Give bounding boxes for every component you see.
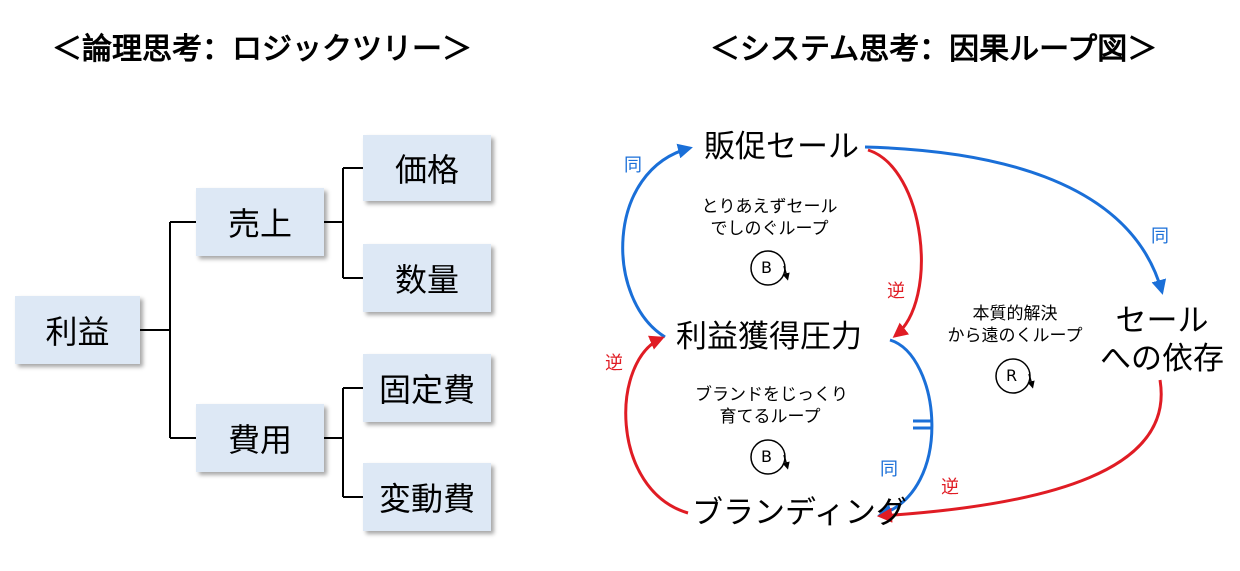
polarity-sale-to-pressure: 逆 [887, 281, 905, 302]
causal-loop-title: ＜システム思考：因果ループ図＞ [710, 32, 1158, 67]
tree-node-variable-cost: 変動費 [363, 463, 491, 531]
loop-name-sale: とりあえずセール でしのぐループ [697, 196, 842, 240]
variable-sale: 販促セール [704, 129, 859, 165]
variable-sale-dependency: セール への依存 [1100, 302, 1224, 378]
variable-sale-dependency-line2: への依存 [1100, 341, 1224, 377]
tree-node-price: 価格 [363, 135, 491, 201]
arrow-dependency-to-branding [877, 379, 1163, 523]
polarity-dependency-to-branding: 逆 [941, 477, 959, 498]
loop-name-fundamental-line2: から遠のくループ [947, 326, 1083, 346]
tree-node-fixed-cost: 固定費 [363, 354, 491, 422]
variable-profit-pressure: 利益獲得圧力 [676, 319, 862, 355]
polarity-pressure-to-branding: 同 [880, 459, 898, 480]
loop-name-branding: ブランドをじっくり 育てるループ [695, 384, 848, 428]
arrow-branding-to-pressure [624, 335, 689, 515]
loop-symbol-1: B [761, 258, 772, 277]
tree-node-sales: 売上 [196, 188, 324, 256]
loop-name-branding-line1: ブランドをじっくり [695, 385, 848, 405]
polarity-sale-to-dependency: 同 [1151, 226, 1169, 247]
loop-name-sale-line1: とりあえずセール [701, 197, 838, 217]
logic-tree-title: ＜論理思考：ロジックツリー＞ [52, 32, 472, 67]
polarity-pressure-to-sale: 同 [624, 155, 642, 176]
tree-node-root: 利益 [15, 296, 140, 364]
delay-mark [913, 419, 933, 430]
arrow-pressure-to-branding [877, 338, 934, 519]
variable-sale-dependency-line1: セール [1115, 303, 1209, 339]
arrow-sale-to-pressure [867, 148, 923, 338]
arrow-pressure-to-sale [621, 143, 693, 339]
variable-branding: ブランディング [692, 495, 907, 531]
arrow-sale-to-dependency [864, 145, 1167, 295]
loop-name-branding-line2: 育てるループ [719, 407, 821, 427]
tree-node-cost: 費用 [196, 404, 324, 472]
polarity-branding-to-pressure: 逆 [605, 353, 623, 374]
loop-name-fundamental-line1: 本質的解決 [972, 304, 1058, 324]
loop-symbol-2: B [761, 447, 772, 466]
loop-name-fundamental: 本質的解決 から遠のくループ [940, 303, 1090, 347]
loop-name-sale-line2: でしのぐループ [710, 219, 829, 239]
tree-node-quantity: 数量 [363, 244, 491, 312]
loop-symbol-3: R [1006, 366, 1018, 385]
